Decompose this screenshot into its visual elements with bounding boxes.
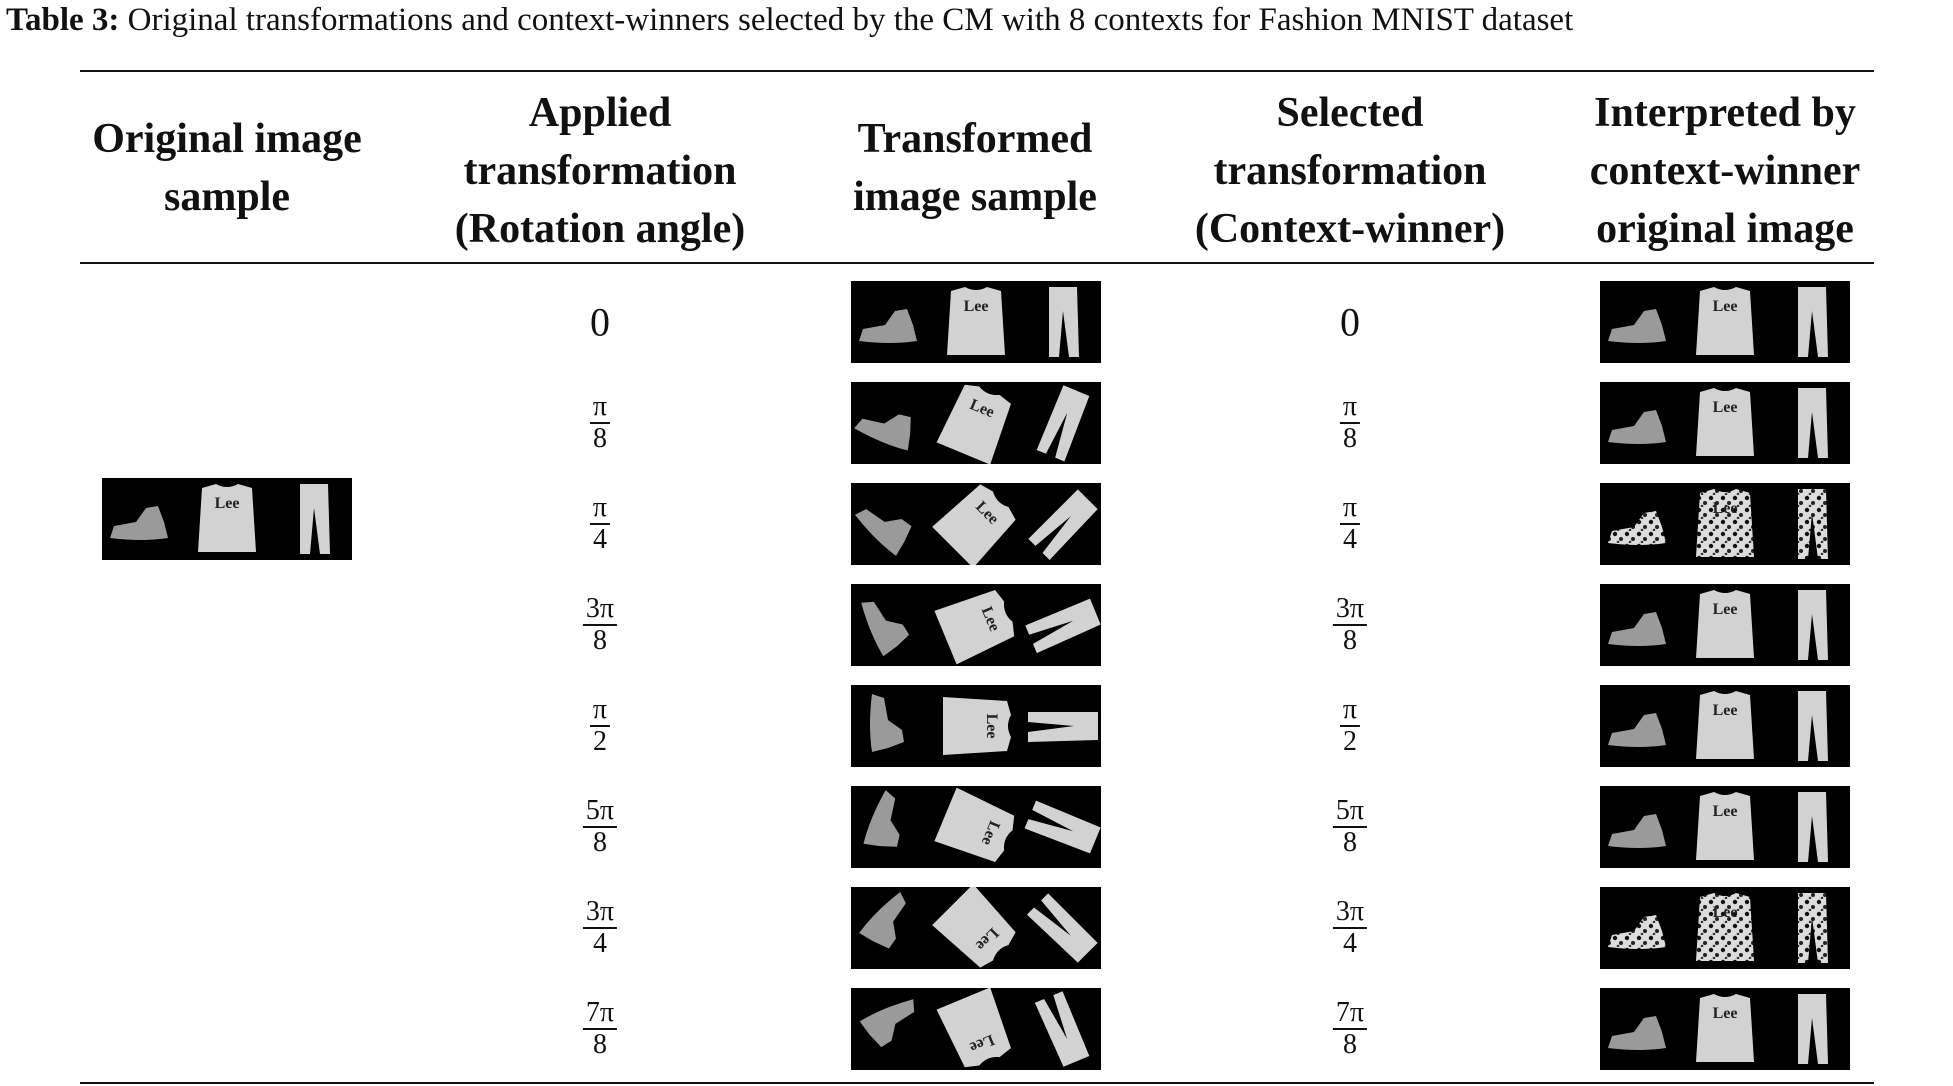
bottom-rule [80,1082,1874,1084]
selected-context-winner-denominator: 8 [1342,423,1357,454]
transformed-image-sample: Lee [851,685,1101,767]
interpreted-original-image: Lee [1600,685,1850,767]
applied-rotation-angle-denominator: 8 [592,1029,607,1060]
applied-rotation-angle-value: 0 [590,299,610,345]
applied-rotation-angle-numerator: π [589,493,611,525]
svg-text:Lee: Lee [1713,601,1738,618]
applied-rotation-angle-numerator: π [589,392,611,424]
svg-text:Lee: Lee [1713,803,1738,820]
header-line: Interpreted by [1594,90,1856,136]
svg-text:Lee: Lee [1713,298,1738,315]
header-line: sample [164,174,290,220]
selected-context-winner-denominator: 4 [1342,524,1357,555]
header-line: Original image [92,116,362,162]
interpreted-original-image: Lee [1600,281,1850,363]
header-rule [80,262,1874,264]
table-caption-text: Original transformations and context-win… [127,2,1574,38]
svg-text:Lee: Lee [964,298,989,315]
svg-text:Lee: Lee [1713,904,1738,921]
original-image-sample: Lee [102,478,352,560]
header-line: (Context-winner) [1194,206,1506,252]
applied-rotation-angle-numerator: 3π [582,897,618,929]
selected-context-winner-value: 0 [1340,299,1360,345]
interpreted-original-image: Lee [1600,786,1850,868]
header-line: Transformed [857,116,1093,162]
interpreted-original-image: Lee [1600,382,1850,464]
interpreted-original-image: Lee [1600,483,1850,565]
table-caption: Table 3: Original transformations and co… [6,2,1573,39]
transformed-image-sample: Lee [851,584,1101,666]
transformed-image-sample: Lee [851,988,1101,1070]
header-original-image-sample: Original image sample [80,110,374,226]
applied-rotation-angle-denominator: 4 [592,928,607,959]
header-line: transformation [1213,148,1487,194]
selected-context-winner-denominator: 8 [1342,1029,1357,1060]
transformed-image-sample: Lee [851,786,1101,868]
svg-text:Lee: Lee [1713,399,1738,416]
header-selected-transformation: Selected transformation (Context-winner) [1180,84,1520,258]
header-line: (Rotation angle) [454,206,746,252]
applied-rotation-angle-denominator: 2 [592,726,607,757]
header-line: Applied [528,90,672,136]
applied-rotation-angle-numerator: 3π [582,594,618,626]
selected-context-winner-numerator: 7π [1332,998,1368,1030]
table-caption-label: Table 3: [6,2,120,38]
svg-text:Lee: Lee [1713,702,1738,719]
selected-context-winner-numerator: π [1339,695,1361,727]
applied-rotation-angle-denominator: 8 [592,423,607,454]
applied-rotation-angle-numerator: 5π [582,796,618,828]
selected-context-winner-denominator: 2 [1342,726,1357,757]
selected-context-winner-numerator: 5π [1332,796,1368,828]
svg-text:Lee: Lee [983,714,1000,739]
interpreted-original-image: Lee [1600,988,1850,1070]
header-line: original image [1596,206,1854,252]
selected-context-winner-numerator: 3π [1332,897,1368,929]
header-interpreted-original-image: Interpreted by context-winner original i… [1560,84,1890,258]
svg-text:Lee: Lee [1713,1005,1738,1022]
header-transformed-image-sample: Transformed image sample [830,110,1120,226]
selected-context-winner-denominator: 8 [1342,625,1357,656]
applied-rotation-angle-numerator: 7π [582,998,618,1030]
transformed-image-sample: Lee [851,483,1101,565]
selected-context-winner-numerator: π [1339,493,1361,525]
selected-context-winner-numerator: π [1339,392,1361,424]
transformed-image-sample: Lee [851,382,1101,464]
header-line: image sample [853,174,1097,220]
header-applied-transformation: Applied transformation (Rotation angle) [430,84,770,258]
interpreted-original-image: Lee [1600,584,1850,666]
top-rule [80,70,1874,72]
applied-rotation-angle-denominator: 8 [592,827,607,858]
header-line: transformation [463,148,737,194]
transformed-image-sample: Lee [851,281,1101,363]
svg-text:Lee: Lee [1713,500,1738,517]
header-line: Selected [1276,90,1424,136]
interpreted-original-image: Lee [1600,887,1850,969]
applied-rotation-angle-denominator: 4 [592,524,607,555]
header-line: context-winner [1589,148,1861,194]
transformed-image-sample: Lee [851,887,1101,969]
selected-context-winner-denominator: 4 [1342,928,1357,959]
selected-context-winner-denominator: 8 [1342,827,1357,858]
svg-text:Lee: Lee [215,495,240,512]
selected-context-winner-numerator: 3π [1332,594,1368,626]
applied-rotation-angle-numerator: π [589,695,611,727]
applied-rotation-angle-denominator: 8 [592,625,607,656]
